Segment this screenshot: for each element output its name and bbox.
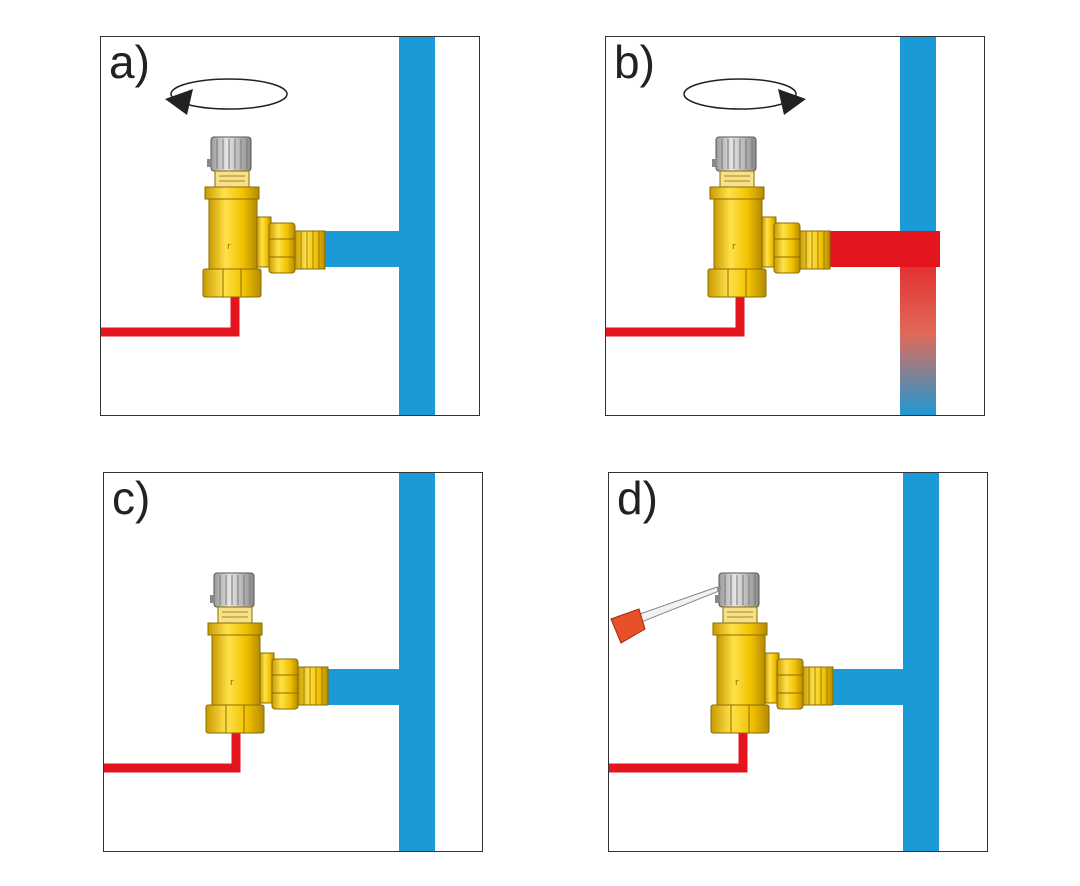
panel-d-diagram bbox=[609, 473, 939, 851]
cold-water-pipe bbox=[399, 37, 435, 415]
panel-label: c) bbox=[112, 472, 151, 524]
panel-label: b) bbox=[614, 36, 655, 88]
panel-c: c) bbox=[103, 472, 483, 852]
cold-water-pipe bbox=[399, 473, 435, 851]
hot-water-branch bbox=[828, 231, 940, 267]
panel-b: b) bbox=[605, 36, 985, 416]
hot-water-discharge-pipe bbox=[609, 731, 748, 773]
cold-water-pipe bbox=[903, 473, 939, 851]
relief-valve-icon bbox=[202, 136, 326, 298]
relief-valve-icon bbox=[710, 572, 834, 734]
hot-water-discharge-pipe bbox=[606, 295, 745, 337]
cold-water-branch bbox=[323, 231, 403, 267]
panel-label: a) bbox=[109, 36, 150, 88]
panel-a: a) bbox=[100, 36, 480, 416]
counterclockwise-arrow-icon bbox=[165, 78, 288, 115]
panel-d: d) bbox=[608, 472, 988, 852]
cold-water-pipe bbox=[900, 37, 936, 237]
cold-water-branch bbox=[326, 669, 406, 705]
hot-water-discharge-pipe bbox=[104, 731, 241, 773]
relief-valve-icon bbox=[707, 136, 831, 298]
panel-label: d) bbox=[617, 472, 658, 524]
panel-c-diagram bbox=[104, 473, 435, 851]
clockwise-arrow-icon bbox=[683, 78, 806, 115]
relief-valve-icon bbox=[205, 572, 329, 734]
panel-a-diagram bbox=[101, 37, 435, 415]
hot-water-discharge-pipe bbox=[101, 295, 240, 337]
oil-dropper-icon bbox=[610, 586, 721, 644]
panel-b-diagram bbox=[606, 37, 940, 415]
cold-water-branch bbox=[831, 669, 911, 705]
